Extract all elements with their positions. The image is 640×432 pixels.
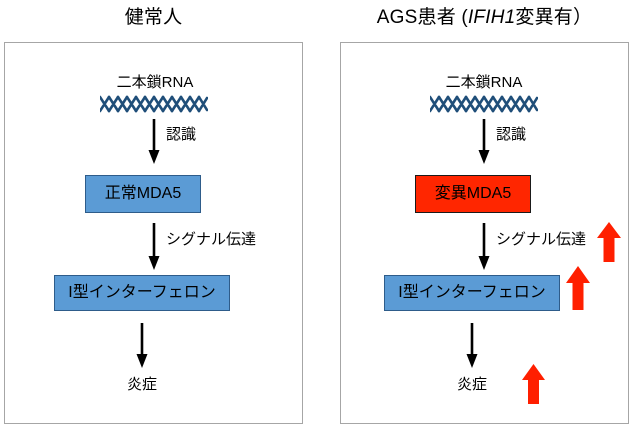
flow-arrow-signal-ags bbox=[476, 223, 492, 271]
flow-arrow-signal-healthy bbox=[146, 223, 162, 271]
node-interferon-ags: I型インターフェロン bbox=[384, 275, 560, 311]
increase-arrow-signal-icon bbox=[596, 221, 622, 263]
dsrna-label-healthy: 二本鎖RNA bbox=[116, 74, 194, 91]
panel-title-ags-prefix: AGS患者 ( bbox=[376, 7, 468, 28]
dsrna-label-ags: 二本鎖RNA bbox=[445, 74, 523, 91]
flow-arrow-recognition-healthy bbox=[146, 119, 162, 165]
panel-healthy: 二本鎖RNA 認識 正常MDA5 シグナル伝達 I型インタ bbox=[4, 42, 303, 424]
node-mda5-mutant-ags: 変異MDA5 bbox=[415, 175, 531, 213]
recognition-label-healthy: 認識 bbox=[166, 126, 197, 143]
signal-label-ags: シグナル伝達 bbox=[496, 231, 587, 248]
increase-arrow-inflammation-icon bbox=[521, 363, 546, 405]
panel-title-ags-suffix: 変異有） bbox=[515, 7, 593, 28]
panel-title-healthy: 健常人 bbox=[124, 7, 183, 28]
flow-arrow-inflammation-healthy bbox=[134, 323, 150, 369]
signal-label-healthy: シグナル伝達 bbox=[166, 231, 257, 248]
inflammation-label-ags: 炎症 bbox=[456, 376, 487, 393]
panel-title-ags: AGS患者 (IFIH1変異有） bbox=[340, 4, 629, 32]
recognition-label-ags: 認識 bbox=[496, 126, 527, 143]
dna-double-helix-icon-ags bbox=[430, 95, 538, 113]
increase-arrow-interferon-icon bbox=[565, 265, 591, 311]
inflammation-label-healthy: 炎症 bbox=[126, 376, 157, 393]
flow-arrow-recognition-ags bbox=[476, 119, 492, 165]
dna-double-helix-icon-healthy bbox=[100, 95, 208, 113]
flow-arrow-inflammation-ags bbox=[464, 323, 480, 369]
node-interferon-healthy: I型インターフェロン bbox=[54, 275, 230, 311]
node-mda5-healthy: 正常MDA5 bbox=[85, 175, 201, 213]
panel-ags-patient: 二本鎖RNA 認識 変異MDA5 シグナル伝達 bbox=[340, 42, 629, 424]
panel-title-ags-gene: IFIH1 bbox=[467, 7, 516, 28]
